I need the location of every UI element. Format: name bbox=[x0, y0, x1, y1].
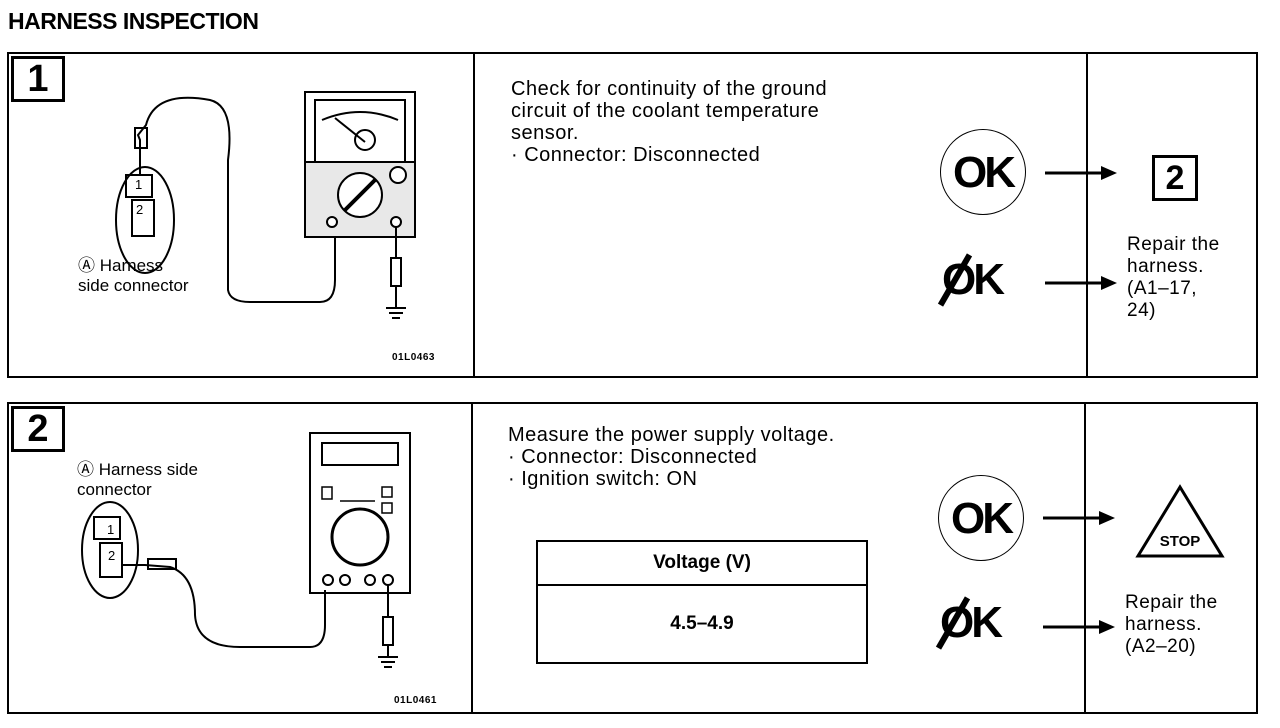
instruction-line: Check for continuity of the ground bbox=[511, 78, 828, 100]
page-title: HARNESS INSPECTION bbox=[8, 8, 259, 34]
condition-line: · Ignition switch: ON bbox=[508, 468, 698, 490]
connector-pin-label: 1 bbox=[135, 177, 143, 192]
divider bbox=[1084, 402, 1086, 714]
step-1-panel bbox=[7, 52, 1258, 378]
ng-label: OK bbox=[942, 255, 1005, 304]
condition-line: · Connector: Disconnected bbox=[508, 446, 758, 468]
ng-result-line: Repair the bbox=[1125, 592, 1218, 613]
instruction-line: circuit of the coolant temperature bbox=[511, 100, 820, 122]
ok-icon: OK bbox=[938, 475, 1024, 561]
instruction-line: sensor. bbox=[511, 122, 579, 144]
step-2-panel bbox=[7, 402, 1258, 714]
divider bbox=[1086, 52, 1088, 378]
multimeter-illustration bbox=[81, 432, 411, 668]
instruction-text: Check for continuity of the ground circu… bbox=[511, 78, 911, 166]
ng-result-text: Repair the harness. (A1–17, 24) bbox=[1127, 234, 1252, 322]
connector-pin-label: 2 bbox=[136, 202, 144, 217]
image-code: 01L0461 bbox=[394, 695, 437, 706]
table-header: Voltage (V) bbox=[536, 540, 868, 586]
image-code: 01L0463 bbox=[392, 352, 435, 363]
instruction-line: Measure the power supply voltage. bbox=[508, 424, 835, 446]
instruction-text: Measure the power supply voltage. · Conn… bbox=[508, 424, 928, 490]
ng-result-text: Repair the harness. (A2–20) bbox=[1125, 592, 1250, 658]
ng-result-line: harness. bbox=[1127, 256, 1204, 277]
connector-pin-label: 2 bbox=[108, 548, 116, 563]
ng-label: OK bbox=[940, 598, 1003, 647]
goto-step-box: 2 bbox=[1152, 155, 1198, 201]
arrow-right-icon bbox=[1043, 511, 1115, 525]
callout-a-icon: Ⓐ bbox=[78, 256, 95, 275]
step-number: 1 bbox=[11, 56, 65, 102]
ng-result-line: harness. bbox=[1125, 614, 1202, 635]
ng-icon: OK bbox=[942, 255, 1005, 305]
arrow-right-icon bbox=[1045, 166, 1117, 180]
ok-icon: OK bbox=[940, 129, 1026, 215]
condition-line: · Connector: Disconnected bbox=[511, 144, 761, 166]
connector-pin-label: 1 bbox=[107, 522, 115, 537]
connector-label: Ⓐ Harness side connector bbox=[77, 460, 247, 500]
arrow-right-icon bbox=[1043, 620, 1115, 634]
callout-a-icon: Ⓐ bbox=[77, 460, 94, 479]
stop-sign-icon bbox=[1135, 484, 1225, 558]
stop-label: STOP bbox=[1159, 533, 1201, 550]
step-number: 2 bbox=[11, 406, 65, 452]
multimeter-illustration bbox=[115, 91, 416, 319]
ng-result-line: 24) bbox=[1127, 300, 1156, 321]
divider bbox=[471, 402, 473, 714]
ng-result-line: (A2–20) bbox=[1125, 636, 1197, 657]
ng-icon: OK bbox=[940, 598, 1003, 648]
connector-label-text: Harness side connector bbox=[78, 256, 189, 295]
divider bbox=[473, 52, 475, 378]
ng-result-line: (A1–17, bbox=[1127, 278, 1198, 299]
connector-label: Ⓐ Harness side connector bbox=[78, 256, 198, 296]
connector-label-text: Harness side connector bbox=[77, 460, 198, 499]
arrow-right-icon bbox=[1045, 276, 1117, 290]
table-value: 4.5–4.9 bbox=[536, 584, 868, 664]
ng-result-line: Repair the bbox=[1127, 234, 1220, 255]
voltage-table: Voltage (V) 4.5–4.9 bbox=[536, 540, 868, 664]
